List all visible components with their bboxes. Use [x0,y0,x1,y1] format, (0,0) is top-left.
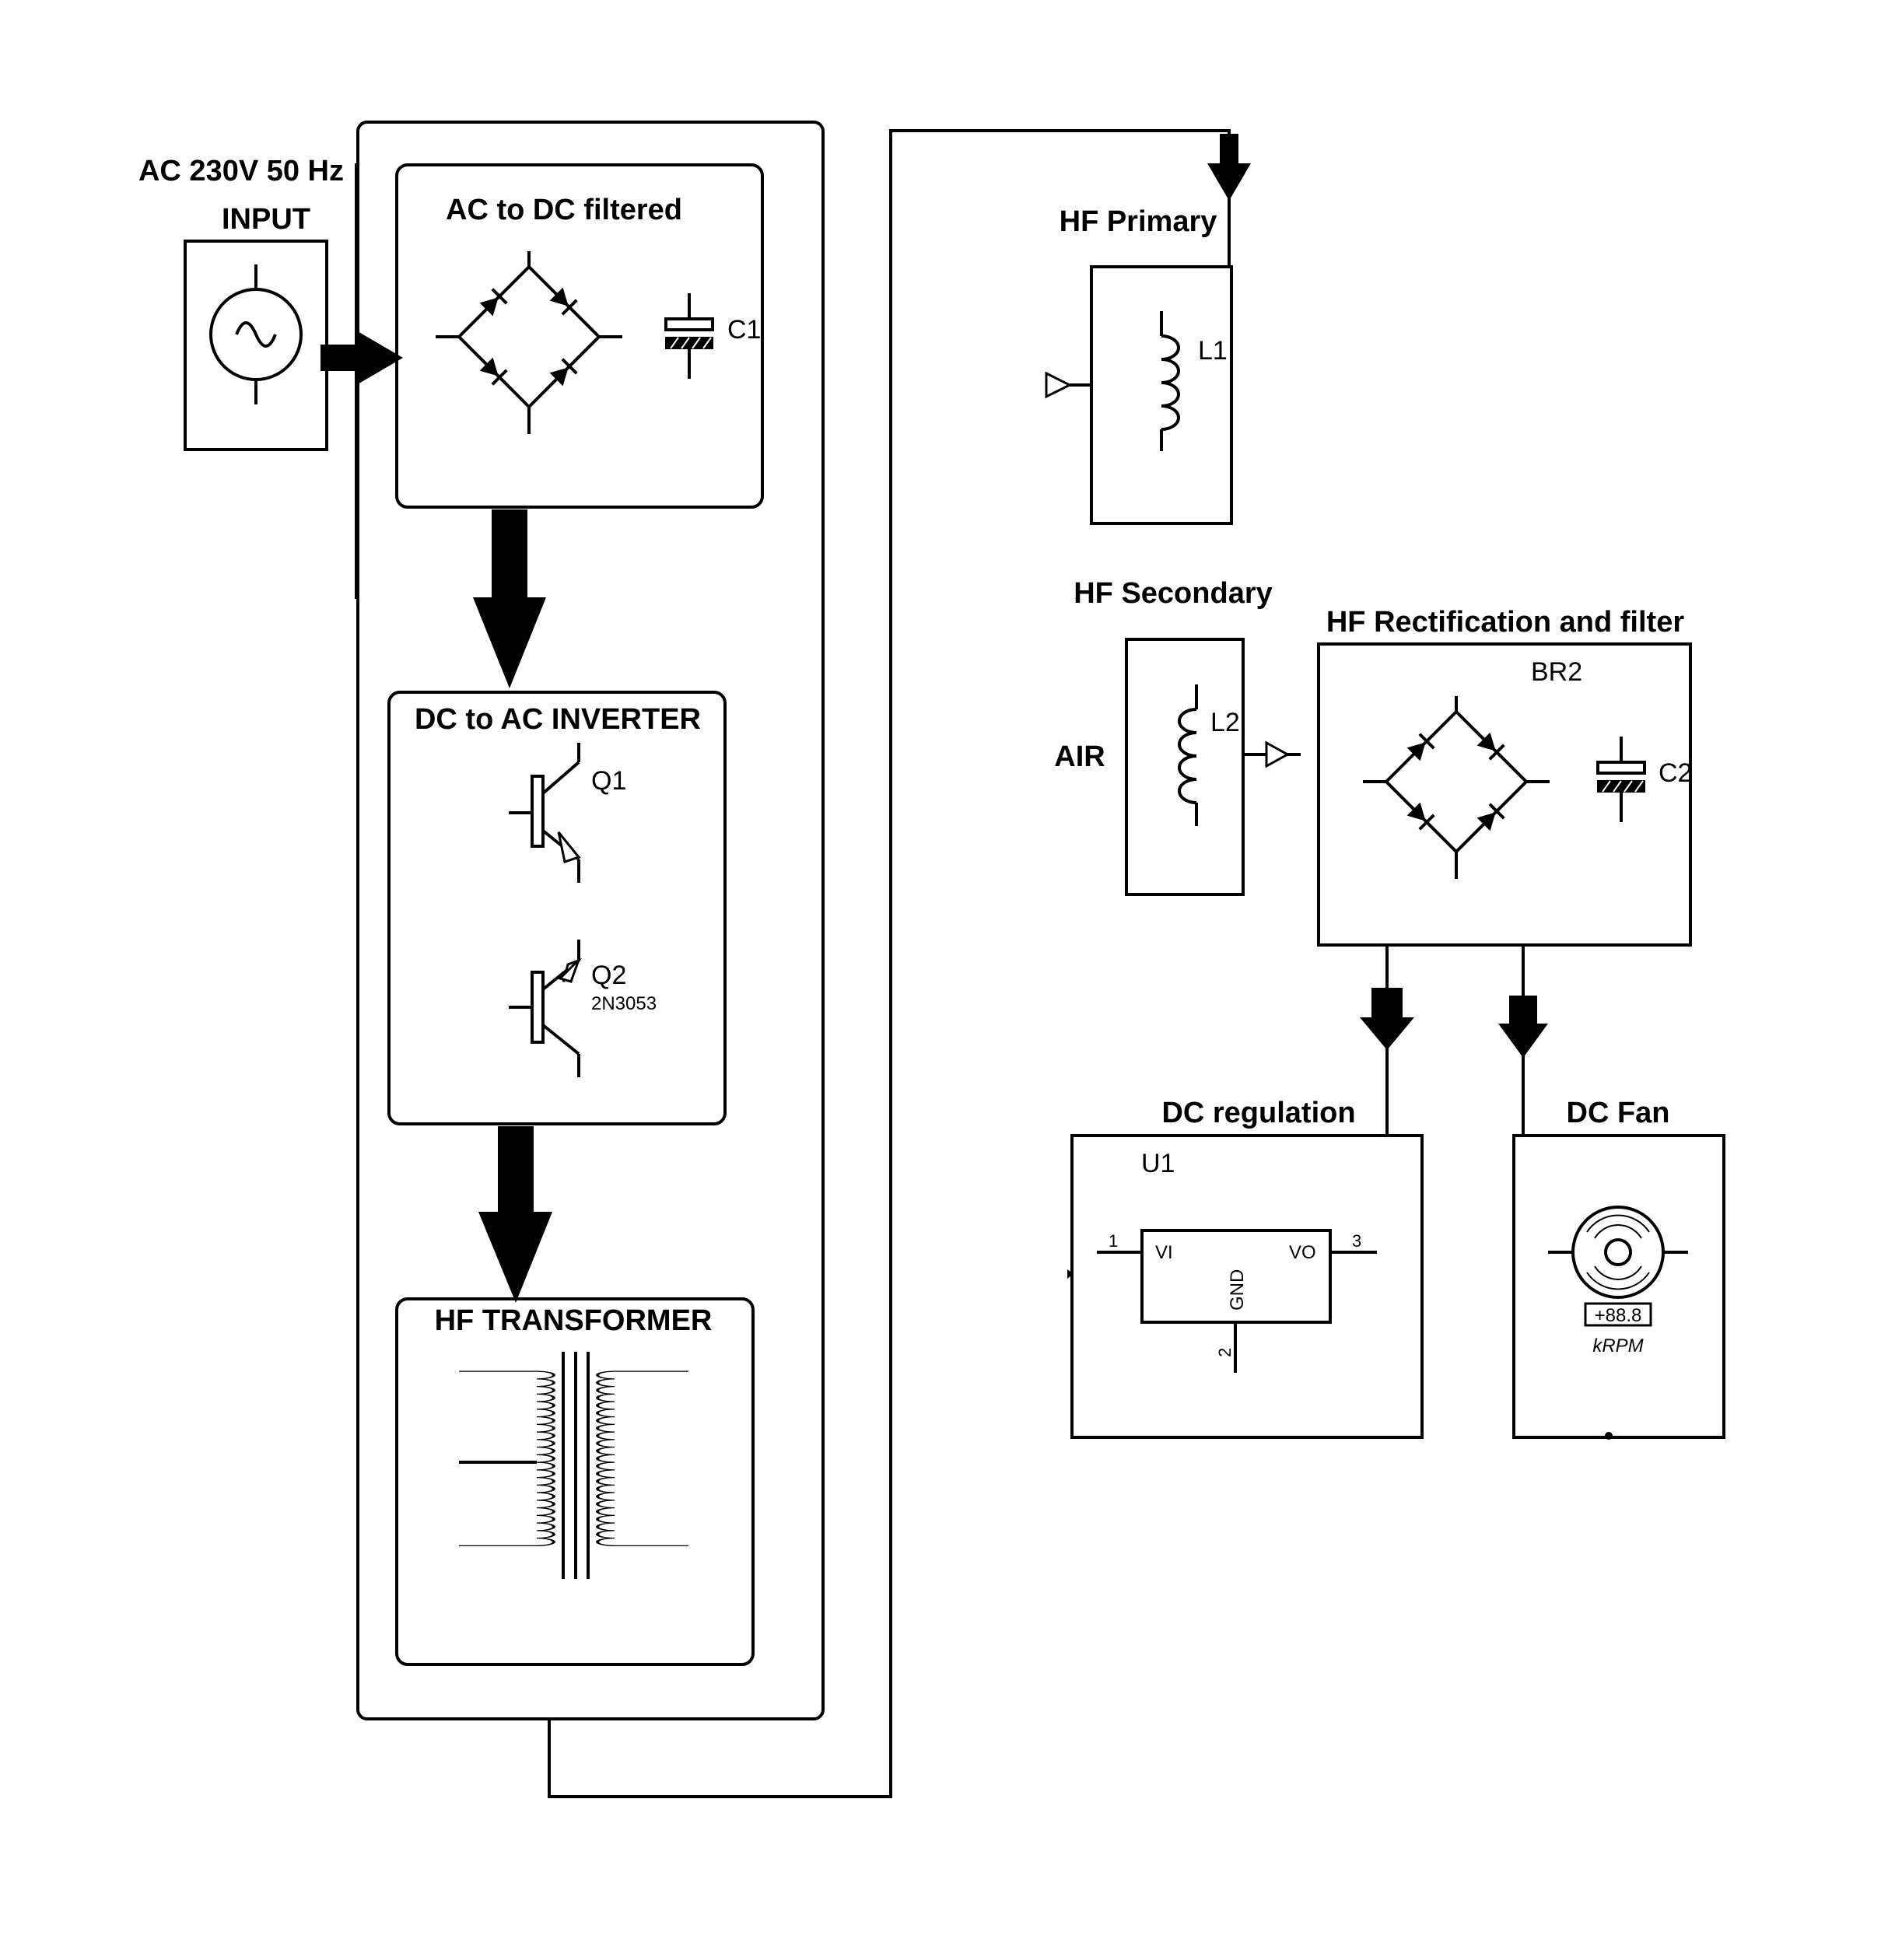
q2-part: 2N3053 [591,993,657,1014]
air-label: AIR [1054,740,1105,773]
pin-vo: VO [1289,1242,1316,1263]
hf-secondary-block: HF Secondary AIR L2 [1054,577,1301,896]
l1-ref: L1 [1198,336,1228,366]
arrow-to-fan [1498,945,1548,1136]
hf-rectifier-block: HF Rectification and filter BR2 C2 [1317,606,1692,947]
pin-vi: VI [1155,1242,1173,1263]
arrow-to-regulation [1360,945,1414,1136]
hf-primary-block: HF Primary L1 [1045,205,1233,525]
transformer-symbol [459,1352,688,1579]
input-arrow [321,331,403,385]
fan-title: DC Fan [1567,1097,1670,1129]
transformer-title: HF TRANSFORMER [435,1304,713,1337]
c1-ref: C1 [727,315,761,345]
rectifier-title: HF Rectification and filter [1326,606,1684,639]
bridge-rectifier-2 [1361,695,1551,880]
q2-ref: Q2 [591,961,626,990]
arrow-to-hf-primary [1207,134,1251,201]
arrow-inverter-to-transformer [478,1126,552,1303]
capacitor-c2 [1596,735,1646,824]
rpm-readout-box [1584,1302,1652,1327]
input-title-line2: INPUT [222,203,310,236]
port-arrow-icon [1265,740,1291,768]
hf-transformer-block: HF TRANSFORMER [395,1297,755,1666]
port-arrow-icon [1045,371,1073,399]
transistor-q2 [509,940,583,1077]
acdc-title: AC to DC filtered [446,194,682,226]
coil-l2 [1178,684,1198,826]
link-wire [548,129,1231,1798]
dc-regulation-block: DC regulation U1 VI VO GND 1 3 2 [1067,1097,1424,1439]
u1-ref: U1 [1141,1149,1175,1178]
input-title-line1: AC 230V 50 Hz [138,155,344,187]
q1-ref: Q1 [591,766,626,796]
capacitor-c1 [664,292,714,380]
arrow-acdc-to-inverter [473,509,546,688]
primary-side-frame [356,121,825,1720]
inverter-title: DC to AC INVERTER [415,703,701,736]
transistor-q1 [509,743,581,883]
rpm-unit: kRPM [1592,1335,1643,1356]
rpm-readout: +88.8 [1595,1305,1642,1326]
inverter-block: DC to AC INVERTER Q1 Q2 2N3053 [387,691,727,1125]
l2-ref: L2 [1210,708,1240,737]
bridge-rectifier-1 [434,250,624,436]
ac-to-dc-block: AC to DC filtered C1 [395,163,764,509]
hf-primary-title: HF Primary [1060,205,1217,238]
regulation-title: DC regulation [1161,1097,1355,1129]
fan-motor-icon [1548,1206,1688,1299]
pin-gnd: GND [1227,1269,1248,1311]
regulator-ic [1097,1229,1377,1373]
hf-secondary-title: HF Secondary [1074,577,1273,610]
pin-2: 2 [1215,1348,1235,1357]
dc-fan-block: DC Fan +88.8 kRPM [1512,1097,1725,1440]
pin-3: 3 [1352,1231,1361,1251]
pin-1: 1 [1109,1231,1118,1251]
br2-ref: BR2 [1531,657,1582,687]
ac-input-block: AC 230V 50 Hz INPUT [138,155,344,451]
coil-l1 [1160,311,1180,451]
c2-ref: C2 [1659,758,1692,788]
